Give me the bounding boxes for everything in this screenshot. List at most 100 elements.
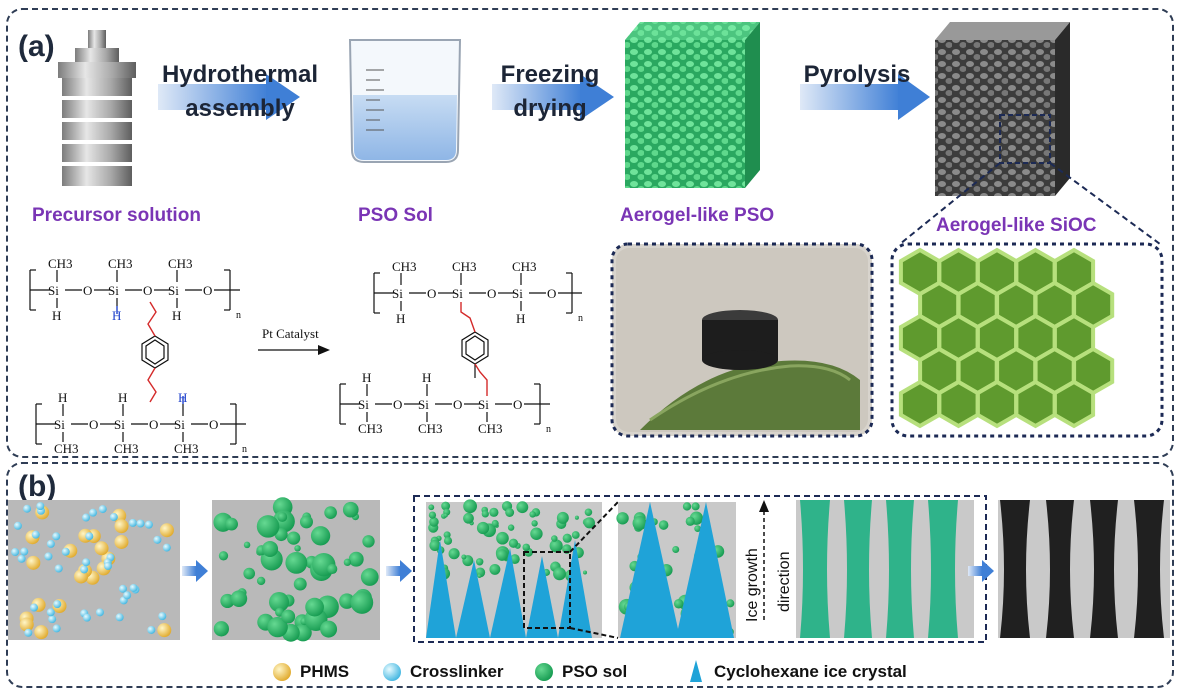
stage-aerogel-sioc: Aerogel-like SiOC [936,215,1097,236]
arrow-b3 [968,560,994,582]
chemistry-labels: CH3 CH3 CH3 Si O Si O Si O H H H n H H H… [48,256,583,456]
pso-sol-particle [281,609,296,624]
lamellar-green-box [796,500,974,638]
pso-sol-particle [448,548,460,560]
crosslinker-particle [82,558,91,567]
pso-sol-particle [571,531,580,539]
crosslinker-particle [162,543,171,552]
pso-sol-particle [529,511,536,518]
crosslinker-particle [85,532,94,541]
crosslinker-particle [158,612,167,621]
pso-sol-particle [243,541,251,549]
pso-sol-particle [327,563,338,575]
stage-aerogel-pso: Aerogel-like PSO [620,205,775,226]
ice-zoom-box [616,502,736,638]
crosslinker-particle [23,504,32,513]
pso-sol-particle [262,540,279,557]
panel-b-frame [6,462,1174,688]
pso-sol-particle [362,535,375,548]
pso-sol-particle [350,591,374,614]
ice-growth-label: Ice growth [744,548,761,622]
pso-sol-particle [632,516,647,531]
pso-sol-particle [443,536,453,545]
pso-sol-particle [489,507,499,517]
pso-sol-particle [339,593,355,609]
crosslinker-particle [128,518,137,527]
phms-particle [94,541,109,556]
phms-crosslinker-mix [8,500,180,640]
crosslinker-particle [147,625,156,634]
panel-b-label: (b) [18,470,57,503]
pso-sol-particle [293,577,307,591]
pso-sol-particle [218,551,229,561]
pso-sol-particle [269,592,290,613]
pso-sol-particle [324,506,337,519]
crosslinker-particle [54,564,63,573]
pso-sol-particle [287,531,301,545]
stage-pso-sol: PSO Sol [358,205,433,226]
pso-sol-particle [673,598,684,609]
honeycomb-cell [937,379,980,429]
pso-sol-particle [476,521,490,535]
pso-sol-particle [574,515,579,520]
crosslinker-particle [17,554,26,563]
green-aerogel-cube [625,22,760,188]
crosslinker-particle [144,520,153,529]
pso-sol-particle [489,563,501,575]
pso-sol-particle [582,570,587,575]
arrow-b1 [182,560,208,582]
si-h-bonds [116,306,184,404]
pso-sol-box [212,497,380,642]
pso-sol-particle [491,519,499,528]
crosslinker-particle [153,535,162,544]
crosslinker-particle [118,584,127,593]
crosslinker-particle [31,530,40,539]
pso-sol-particle [691,502,700,511]
pso-sol-particle [443,513,448,518]
crosslinker-particle [53,600,62,609]
crosslinker-particle [13,521,22,530]
pso-sol-particle [616,512,629,525]
honeycomb-cell [1052,379,1096,429]
legend-pso-sol-icon [535,663,553,681]
phms-particle [114,534,129,549]
pso-sol-particle [522,543,530,552]
crosslinker-particle [52,624,61,633]
pso-sol-particle [429,539,441,551]
pso-sol-particle [551,535,558,542]
catalyst-label: Pt Catalyst [262,326,319,341]
pso-sol-particle [553,567,566,581]
pso-sol-particle [726,599,735,608]
legend-crosslinker-icon [383,663,401,681]
crosslinker-particle [123,591,132,600]
pso-sol-particle [294,545,301,552]
phms-particle [159,523,174,538]
aerogel-photo [610,242,874,438]
pso-sol-particle [285,551,308,574]
crosslinker-particle [44,552,53,561]
pso-sol-particle [531,520,538,527]
pso-sol-particle [583,517,595,529]
crosslinker-particle [48,615,57,624]
crosslinker-particle [129,583,138,592]
crosslinker-particle [20,547,29,556]
crosslinker-particle [11,548,20,557]
phms-particle [34,625,49,640]
honeycomb-cell [1014,379,1057,429]
crosslinker-particle [46,608,55,617]
pso-sol-particle [505,508,515,517]
autoclave-icon [58,30,136,186]
ice-crystal-box [426,499,602,638]
vinyl-bonds [147,301,488,403]
pso-sol-particle [694,525,701,532]
chemical-structures [29,269,582,445]
pso-sol-particle [475,558,484,566]
phms-particle [114,519,129,534]
pso-sol-particle [429,517,439,527]
pso-sol-particle [549,539,563,553]
pso-sol-particle [441,501,451,511]
pso-sol-particle [658,520,669,530]
arrow-b2 [386,560,412,582]
sioc-aerogel-cube [935,22,1070,196]
